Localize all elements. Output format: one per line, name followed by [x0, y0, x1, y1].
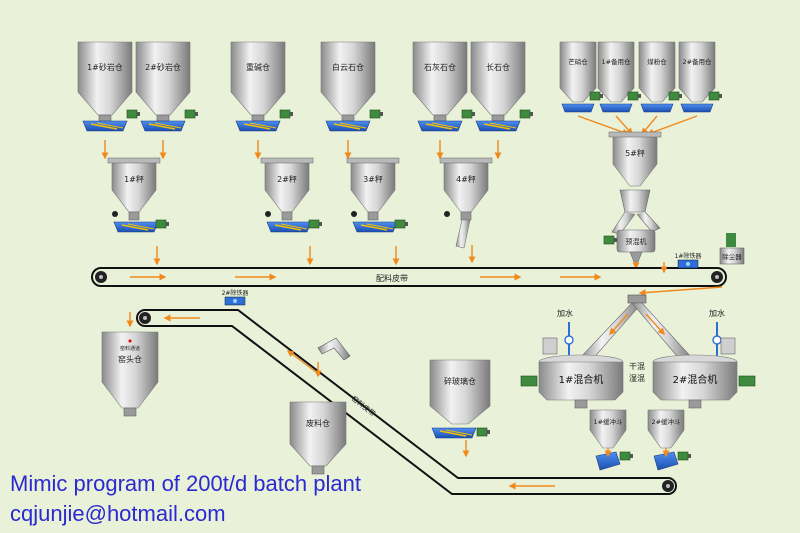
caption-email: cqjunjie@hotmail.com [10, 501, 226, 526]
scale-label: 2#秤 [277, 174, 297, 184]
buffer-hopper-2: 2#缓冲斗 [647, 409, 692, 471]
silo-2: 2#砂岩仓 [135, 41, 199, 160]
iron-remover-1: 1#除铁器 [675, 252, 702, 269]
diverter-flap [314, 337, 351, 378]
kiln-head-silo: 窑料通道 窑头仓 [101, 312, 159, 417]
batching-belt: 配料皮带 [91, 267, 727, 287]
svg-text:1#除铁器: 1#除铁器 [675, 252, 702, 260]
svg-text:窑料通道: 窑料通道 [120, 345, 140, 352]
mixer-label: 2#混合机 [673, 373, 718, 386]
small-silo-4: 2#备用仓 [678, 41, 723, 113]
scale-label: 4#秤 [456, 174, 476, 184]
caption-title: Mimic program of 200t/d batch plant [10, 471, 361, 496]
mixer-1: 加水 1#混合机 [520, 308, 624, 409]
silo-label: 白云石仓 [332, 62, 364, 72]
small-silo-label: 1#备用仓 [601, 57, 631, 66]
waste-bin: 废料仓 [289, 401, 347, 475]
incline-belt-label: 窑料皮带 [350, 394, 378, 418]
scale-1: 1#秤 [107, 157, 170, 266]
silo-label: 长石仓 [486, 62, 510, 72]
water-label: 加水 [709, 308, 725, 318]
small-silo-label: 煤粉仓 [647, 57, 667, 66]
scale-5: 5#秤 [608, 131, 662, 187]
svg-text:废料仓: 废料仓 [306, 418, 330, 428]
silo-label: 石灰石仓 [424, 62, 456, 72]
small-silo-3: 煤粉仓 [638, 41, 683, 113]
svg-text:碎玻璃仓: 碎玻璃仓 [444, 376, 476, 386]
dust-collector: 除尘器 [719, 233, 745, 265]
belt-label: 配料皮带 [376, 273, 408, 283]
silo-label: 重碱仓 [246, 62, 270, 72]
buffer-hopper-1: 1#缓冲斗 [589, 409, 634, 471]
small-silo-label: 芒硝仓 [568, 57, 588, 66]
scale-2: 2#秤 [260, 157, 323, 266]
svg-text:2#除铁器: 2#除铁器 [222, 289, 249, 297]
small-silo-label: 2#备用仓 [682, 57, 712, 66]
distribution-chute: 干混 湿混 [579, 294, 693, 383]
scale-3: 3#秤 [346, 157, 409, 266]
mixer-label: 1#混合机 [559, 373, 604, 386]
dry-mix-label: 干混 [629, 362, 645, 371]
cullet-bin: 碎玻璃仓 [429, 359, 491, 458]
svg-text:窑头仓: 窑头仓 [118, 354, 142, 364]
hopper-label: 1#缓冲斗 [593, 417, 623, 426]
silo-label: 1#砂岩仓 [87, 62, 123, 72]
silo-label: 2#砂岩仓 [145, 62, 181, 72]
iron-remover-2: 2#除铁器 [222, 289, 249, 306]
premixer-label: 预混机 [626, 237, 647, 246]
scale-4: 4#秤 [439, 157, 493, 264]
silo-5: 石灰石仓 [412, 41, 476, 160]
wet-mix-label: 湿混 [629, 374, 645, 383]
scale-label: 5#秤 [625, 148, 645, 158]
mixer-2: 加水 2#混合机 [652, 308, 756, 409]
scale-label: 3#秤 [363, 174, 383, 184]
premixer: 预混机 [603, 189, 661, 270]
hopper-label: 2#缓冲斗 [651, 417, 681, 426]
silo-4: 白云石仓 [320, 41, 384, 160]
small-silo-1: 芒硝仓 [559, 41, 604, 113]
silo-1: 1#砂岩仓 [77, 41, 141, 160]
incline-belt: 窑料皮带 [136, 309, 677, 495]
silo-6: 长石仓 [470, 41, 534, 160]
small-silo-2: 1#备用仓 [597, 41, 642, 113]
scale-label: 1#秤 [124, 174, 144, 184]
svg-text:除尘器: 除尘器 [722, 252, 742, 261]
water-label: 加水 [557, 308, 573, 318]
silo-3: 重碱仓 [230, 41, 294, 160]
